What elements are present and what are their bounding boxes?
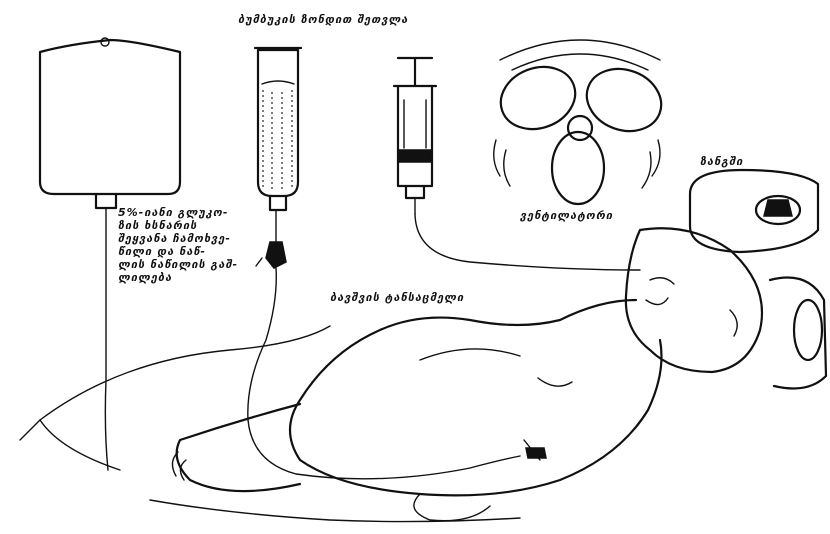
fan [492,40,670,204]
title-label: ბუმბუკის ზონდით შეთვლა [238,14,408,26]
body-cover-label: ბავშვის ტანსაცმელი [330,292,464,304]
fan-label: ვენტილატორი [520,210,613,222]
infant [172,228,762,521]
mat [20,326,520,522]
head-device-label: ზანგში [700,156,743,168]
bag-note-label: 5%-იანი გლუკო- ზის ხსნარის შეყვანა ჩამოხ… [118,206,238,284]
head-device [690,170,826,388]
